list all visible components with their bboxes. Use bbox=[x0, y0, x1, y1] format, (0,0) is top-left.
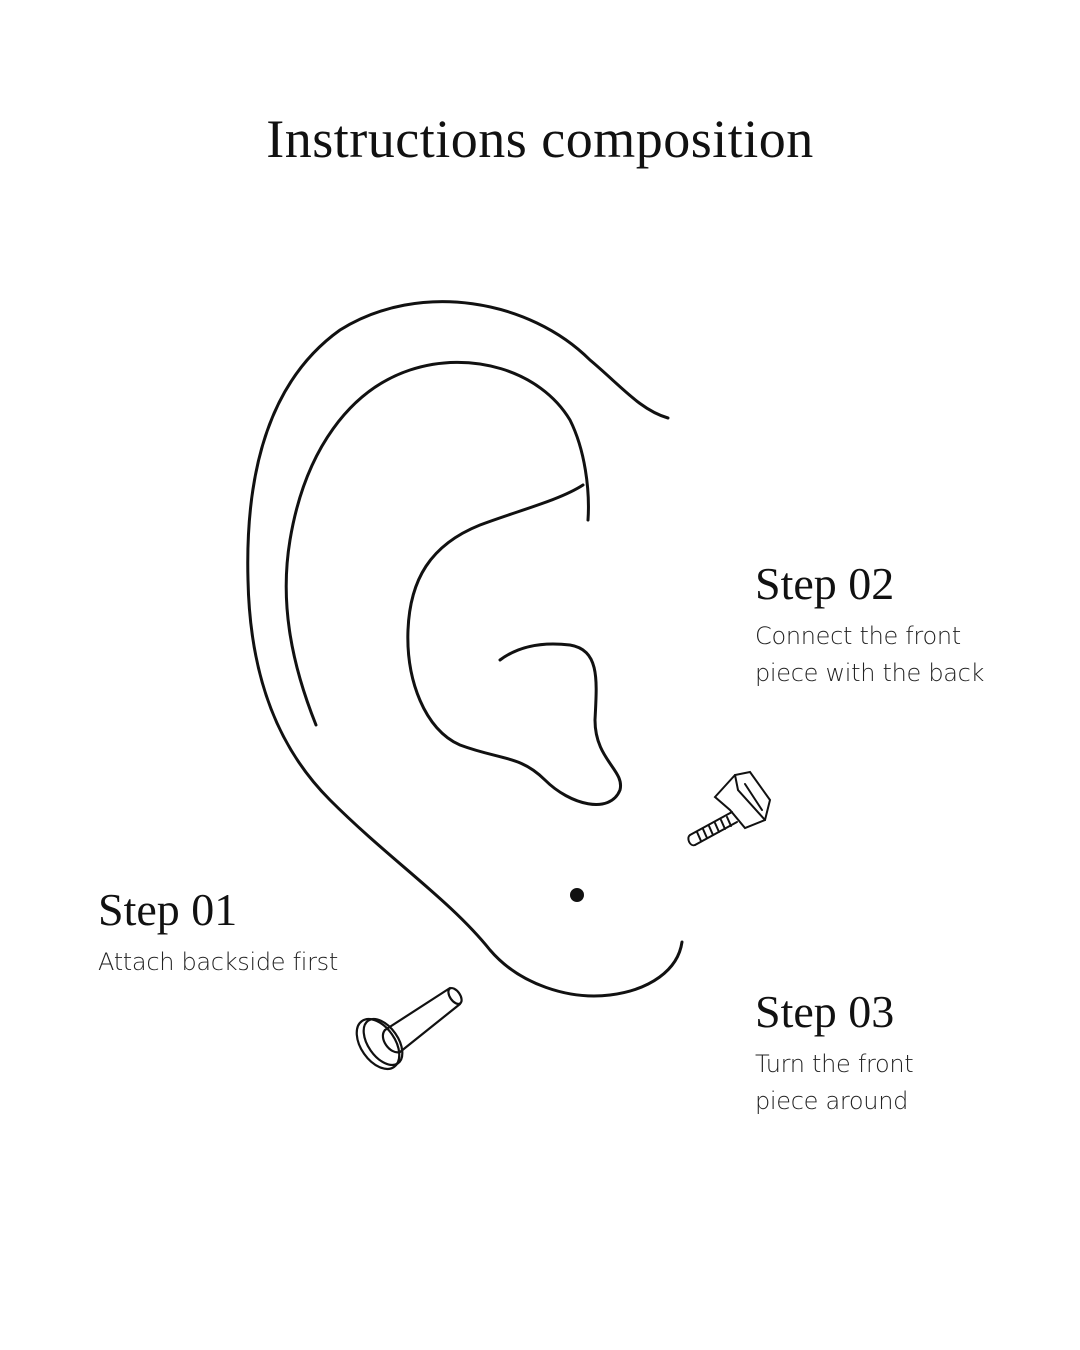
step-description-line1: Connect the front bbox=[755, 622, 961, 650]
ear-antihelix bbox=[406, 483, 623, 806]
step-heading: Step 01 bbox=[98, 884, 238, 935]
step-heading: Step 02 bbox=[755, 558, 895, 609]
step-description: Attach backside first bbox=[98, 948, 338, 976]
step-heading: Step 03 bbox=[755, 986, 895, 1037]
step-description-line1: Turn the front bbox=[755, 1050, 914, 1078]
ear-helix-inner bbox=[284, 360, 590, 727]
stud-front-piece-icon bbox=[687, 770, 772, 847]
step-01: Step 01 Attach backside first bbox=[98, 884, 338, 981]
step-description-line2: piece around bbox=[755, 1087, 909, 1115]
ear-outer-outline bbox=[246, 300, 684, 998]
step-02: Step 02 Connect the front piece with the … bbox=[755, 558, 984, 692]
stud-backside-icon bbox=[355, 986, 463, 1071]
step-03: Step 03 Turn the front piece around bbox=[755, 986, 914, 1120]
page-title: Instructions composition bbox=[266, 109, 814, 169]
piercing-dot bbox=[570, 888, 584, 902]
step-description-line2: piece with the back bbox=[755, 659, 985, 687]
